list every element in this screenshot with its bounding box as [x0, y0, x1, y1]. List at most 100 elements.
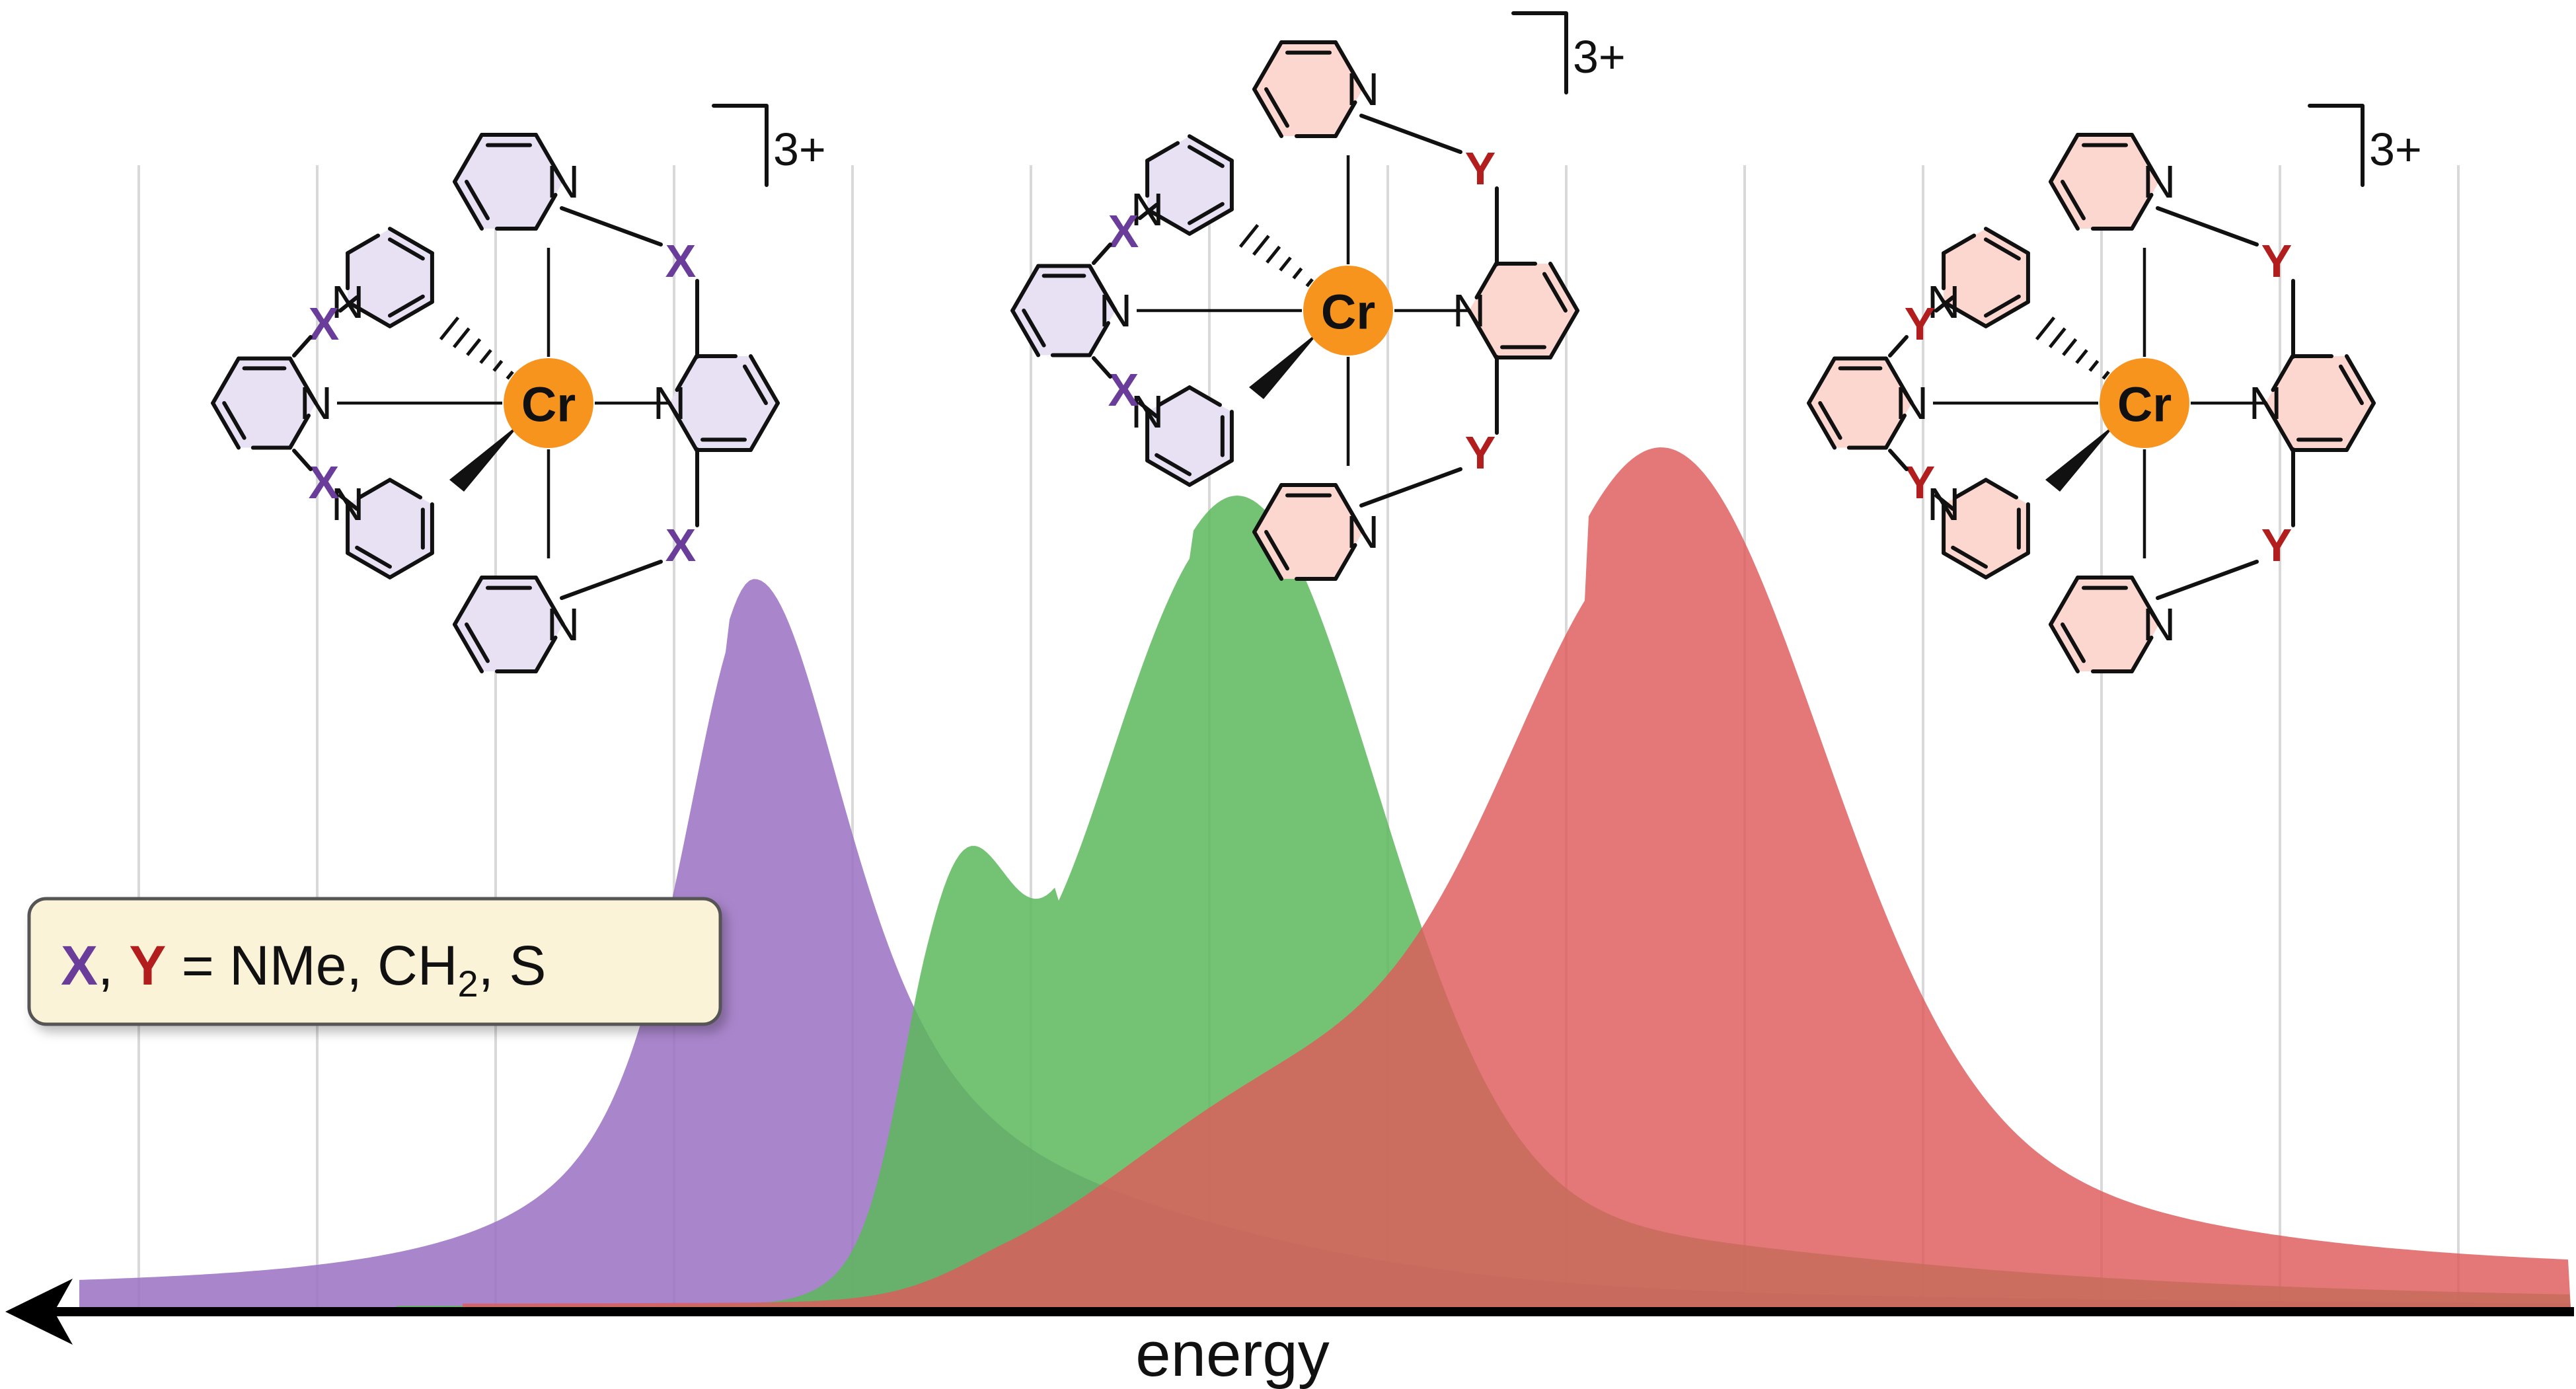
ring-bond — [1984, 478, 2019, 500]
nitrogen-atom: N — [1346, 63, 1380, 115]
linker-bond — [1092, 356, 1112, 379]
charge-label: 3+ — [2369, 124, 2422, 175]
nitrogen-atom: N — [299, 377, 333, 429]
ring-bond — [453, 575, 484, 626]
ring-bond — [675, 354, 699, 393]
spectrum-green — [397, 496, 2571, 1307]
linker-bond — [1092, 243, 1112, 265]
ring-bond — [1252, 482, 1283, 534]
ring-bond — [534, 635, 558, 674]
nitrogen-atom: N — [1927, 478, 1961, 530]
emission-spectra — [79, 447, 2571, 1307]
ring-bond — [357, 478, 392, 500]
ring-bond — [2049, 575, 2080, 626]
ring-double-bond — [465, 180, 490, 221]
linker-atom-y: Y — [1905, 457, 1936, 508]
ring-double-bond — [388, 294, 425, 318]
linker-bond — [292, 335, 313, 357]
ring-bond — [1984, 299, 2030, 328]
linker-bond — [338, 295, 359, 313]
nitrogen-atom: N — [2249, 377, 2283, 429]
wedge-bond — [2045, 422, 2118, 492]
ring-bond — [453, 180, 484, 231]
hashed-bond — [1238, 223, 1325, 295]
linker-bond — [1138, 401, 1158, 418]
ring-bond — [453, 132, 484, 184]
ring-double-bond — [1984, 237, 2021, 261]
ring-bond — [388, 227, 434, 256]
spectrum-red — [463, 447, 2571, 1307]
ring-bond — [1252, 87, 1283, 139]
ring-bond — [2345, 401, 2376, 453]
energy-axis: energy — [5, 1279, 2574, 1389]
linker-bond — [1934, 295, 1955, 313]
ring-bond — [2130, 132, 2161, 184]
substituent-legend: X,Y = NMe, CH2, S — [27, 897, 722, 1026]
linker-bond — [2156, 206, 2259, 246]
ring-double-bond — [2061, 180, 2086, 221]
ring-bond — [1145, 207, 1192, 236]
ring-bond — [1807, 401, 1837, 450]
linker-bond — [1888, 335, 1909, 357]
ring-bond — [1883, 413, 1907, 450]
ring-bond — [2345, 354, 2376, 405]
ring-bond — [2049, 622, 2080, 674]
ring-double-bond — [2061, 622, 2086, 663]
ring-bond — [1334, 100, 1357, 139]
ring-double-bond — [1951, 545, 1988, 569]
ring-bond — [1334, 482, 1365, 534]
linker-atom-y: Y — [1905, 298, 1936, 350]
ring-bond — [1252, 40, 1283, 91]
ring-double-bond — [222, 401, 246, 440]
ring-double-bond — [465, 622, 490, 663]
charge-bracket — [712, 104, 769, 187]
legend-box — [27, 897, 722, 1026]
ring-bond — [1188, 458, 1234, 487]
ring-double-bond — [1264, 530, 1290, 571]
linker-atom-x: X — [1108, 206, 1139, 257]
ring-bond — [1883, 356, 1914, 405]
ring-bond — [1942, 233, 1977, 256]
spectrum-purple — [79, 579, 2571, 1307]
ring-bond — [534, 192, 558, 231]
ring-bond — [2271, 354, 2294, 393]
charge-label: 3+ — [1573, 31, 1626, 83]
linker-atom-y: Y — [1465, 427, 1496, 478]
arrow-left-icon — [5, 1279, 73, 1345]
ring-bond — [1548, 309, 1579, 360]
linker-bond — [1934, 494, 1955, 511]
linker-bond — [560, 560, 663, 600]
nitrogen-atom: N — [1131, 184, 1164, 235]
ring-bond — [1252, 530, 1283, 582]
legend-substituents: = NMe, CH — [166, 934, 457, 996]
ring-bond — [388, 299, 434, 328]
ring-bond — [1156, 385, 1192, 407]
ring-bond — [2130, 635, 2154, 674]
ring-double-bond — [1188, 202, 1225, 225]
linker-atom-y: Y — [2261, 519, 2292, 571]
ring-bond — [2049, 180, 2080, 231]
ring-bond — [749, 354, 780, 405]
ring-bond — [1807, 356, 1837, 405]
ring-bond — [1087, 320, 1110, 357]
ring-bond — [1334, 543, 1357, 582]
ring-double-bond — [2338, 364, 2364, 405]
linker-bond — [292, 449, 313, 471]
charge-label: 3+ — [773, 124, 826, 175]
nitrogen-atom: N — [653, 377, 687, 429]
ring-double-bond — [1542, 272, 1568, 313]
ring-bond — [346, 550, 392, 580]
ring-bond — [2263, 401, 2294, 453]
wedge-bond — [449, 422, 522, 492]
legend-separator: , — [98, 934, 113, 996]
ring-bond — [749, 401, 780, 453]
nitrogen-atom: N — [1453, 285, 1486, 336]
ring-double-bond — [355, 545, 392, 569]
linker-atom-y: Y — [1465, 143, 1496, 194]
nitrogen-atom: N — [2142, 599, 2176, 650]
linker-atom-x: X — [309, 457, 340, 508]
linker-bond — [2156, 560, 2259, 600]
